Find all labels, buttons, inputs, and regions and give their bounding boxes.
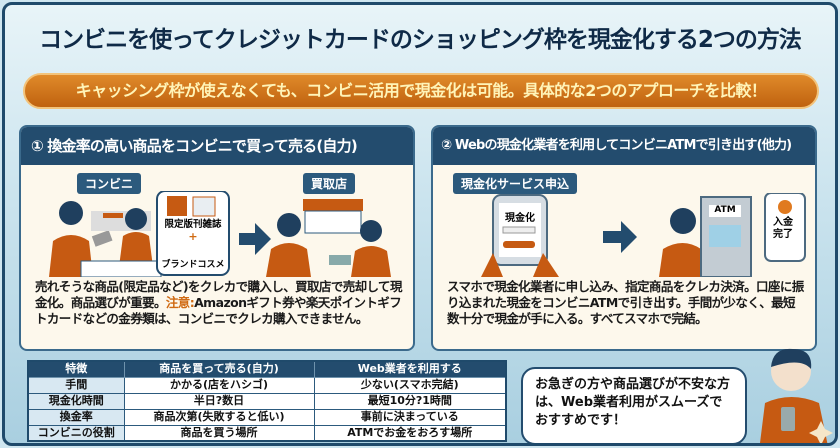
table-cell: 商品次第(失敗すると低い) [123,408,315,426]
table-row: 現金化時間半日?数日最短10分?1時間 [27,392,507,410]
table-header-row: 特徴商品を買って売る(自力)Web業者を利用する [27,360,507,378]
page-title: コンビニを使ってクレジットカードのショッピング枠を現金化する2つの方法 [39,27,802,53]
table-header: 特徴 [27,360,125,378]
method2-description: スマホで現金化業者に申し込み、指定商品をクレカ決済。口座に振り込まれた現金をコン… [447,279,804,326]
advice-speech-bubble: お急ぎの方や商品選びが不安な方は、Web業者利用がスムーズでおすすめです！ [521,367,747,443]
table-row: 換金率商品次第(失敗すると低い)事前に決まっている [27,408,507,426]
item-bubble [156,191,230,276]
method1-illustration [49,191,391,277]
table-cell: 現金化時間 [27,392,125,410]
table-cell: 手間 [27,376,125,394]
arrow-icon [239,223,271,255]
subtitle-banner: キャッシング枠が使えなくても、コンビニ活用で現金化は可能。具体的な2つのアプロー… [23,73,819,109]
seller-icon [266,213,391,277]
sparkle-icon [809,421,833,443]
phone-cash-label: 現金化 [505,213,535,224]
table-cell: 少ない(スマホ完結) [313,376,507,394]
table-cell: ATMでお金をおろす場所 [313,424,507,442]
table-row: 手間かかる(店をハシゴ)少ない(スマホ完結) [27,376,507,394]
table-cell: 事前に決まっている [313,408,507,426]
table-cell: 最短10分?1時間 [313,392,507,410]
buyback-shop-tag: 買取店 [303,173,356,194]
comparison-table: 特徴商品を買って売る(自力)Web業者を利用する 手間かかる(店をハシゴ)少ない… [27,360,507,442]
table-cell: コンビニの役割 [27,424,125,442]
table-cell: かかる(店をハシゴ) [123,376,315,394]
method1-panel: ① 換金率の高い商品をコンビニで買って売る(自力) コンビニ 買取店 限定版刊雑… [19,125,415,351]
table-header: Web業者を利用する [313,360,507,378]
atm-icon [700,196,752,277]
apply-service-tag: 現金化サービス申込 [453,173,578,194]
advisor-person-icon [760,348,833,443]
brand-cosme-label: ブランドコスメ [161,260,225,270]
limited-magazine-label: 限定版刊雑誌 [164,219,222,230]
atm-label: ATM [714,205,736,215]
smartphone-icon [481,194,559,277]
shop-icon [303,199,363,234]
deposit-phone-icon [764,193,806,262]
arrow-icon [603,221,637,253]
method2-panel: ② Webの現金化業者を利用してコンビニATMで引き出す(他力) 現金化サービス… [431,125,817,351]
method2-illustration [481,193,806,277]
warning-label: 注意: [165,295,195,310]
table-cell: 換金率 [27,408,125,426]
table-header: 商品を買って売る(自力) [123,360,315,378]
person-at-atm-icon [659,208,705,277]
deposit-complete-label: 入金完了 [773,217,793,240]
warning-text: Amazonギフト券や楽天ポイントギフトカードなどの金券類は、コンビニでクレカ購… [35,295,402,326]
table-cell: 半日?数日 [123,392,315,410]
method1-text: 売れそうな商品(限定品など)をクレカで購入し、買取店で売却して現金化。商品選びが… [35,279,402,310]
method1-header: ① 換金率の高い商品をコンビニで買って売る(自力) [21,127,413,165]
plus-sign: + [188,230,198,243]
method1-description: 売れそうな商品(限定品など)をクレカで購入し、買取店で売却して現金化。商品選びが… [35,279,403,327]
clerk-icon [80,208,162,277]
convenience-store-tag: コンビニ [77,173,142,194]
method2-header: ② Webの現金化業者を利用してコンビニATMで引き出す(他力) [433,127,815,165]
table-cell: 商品を買う場所 [123,424,315,442]
